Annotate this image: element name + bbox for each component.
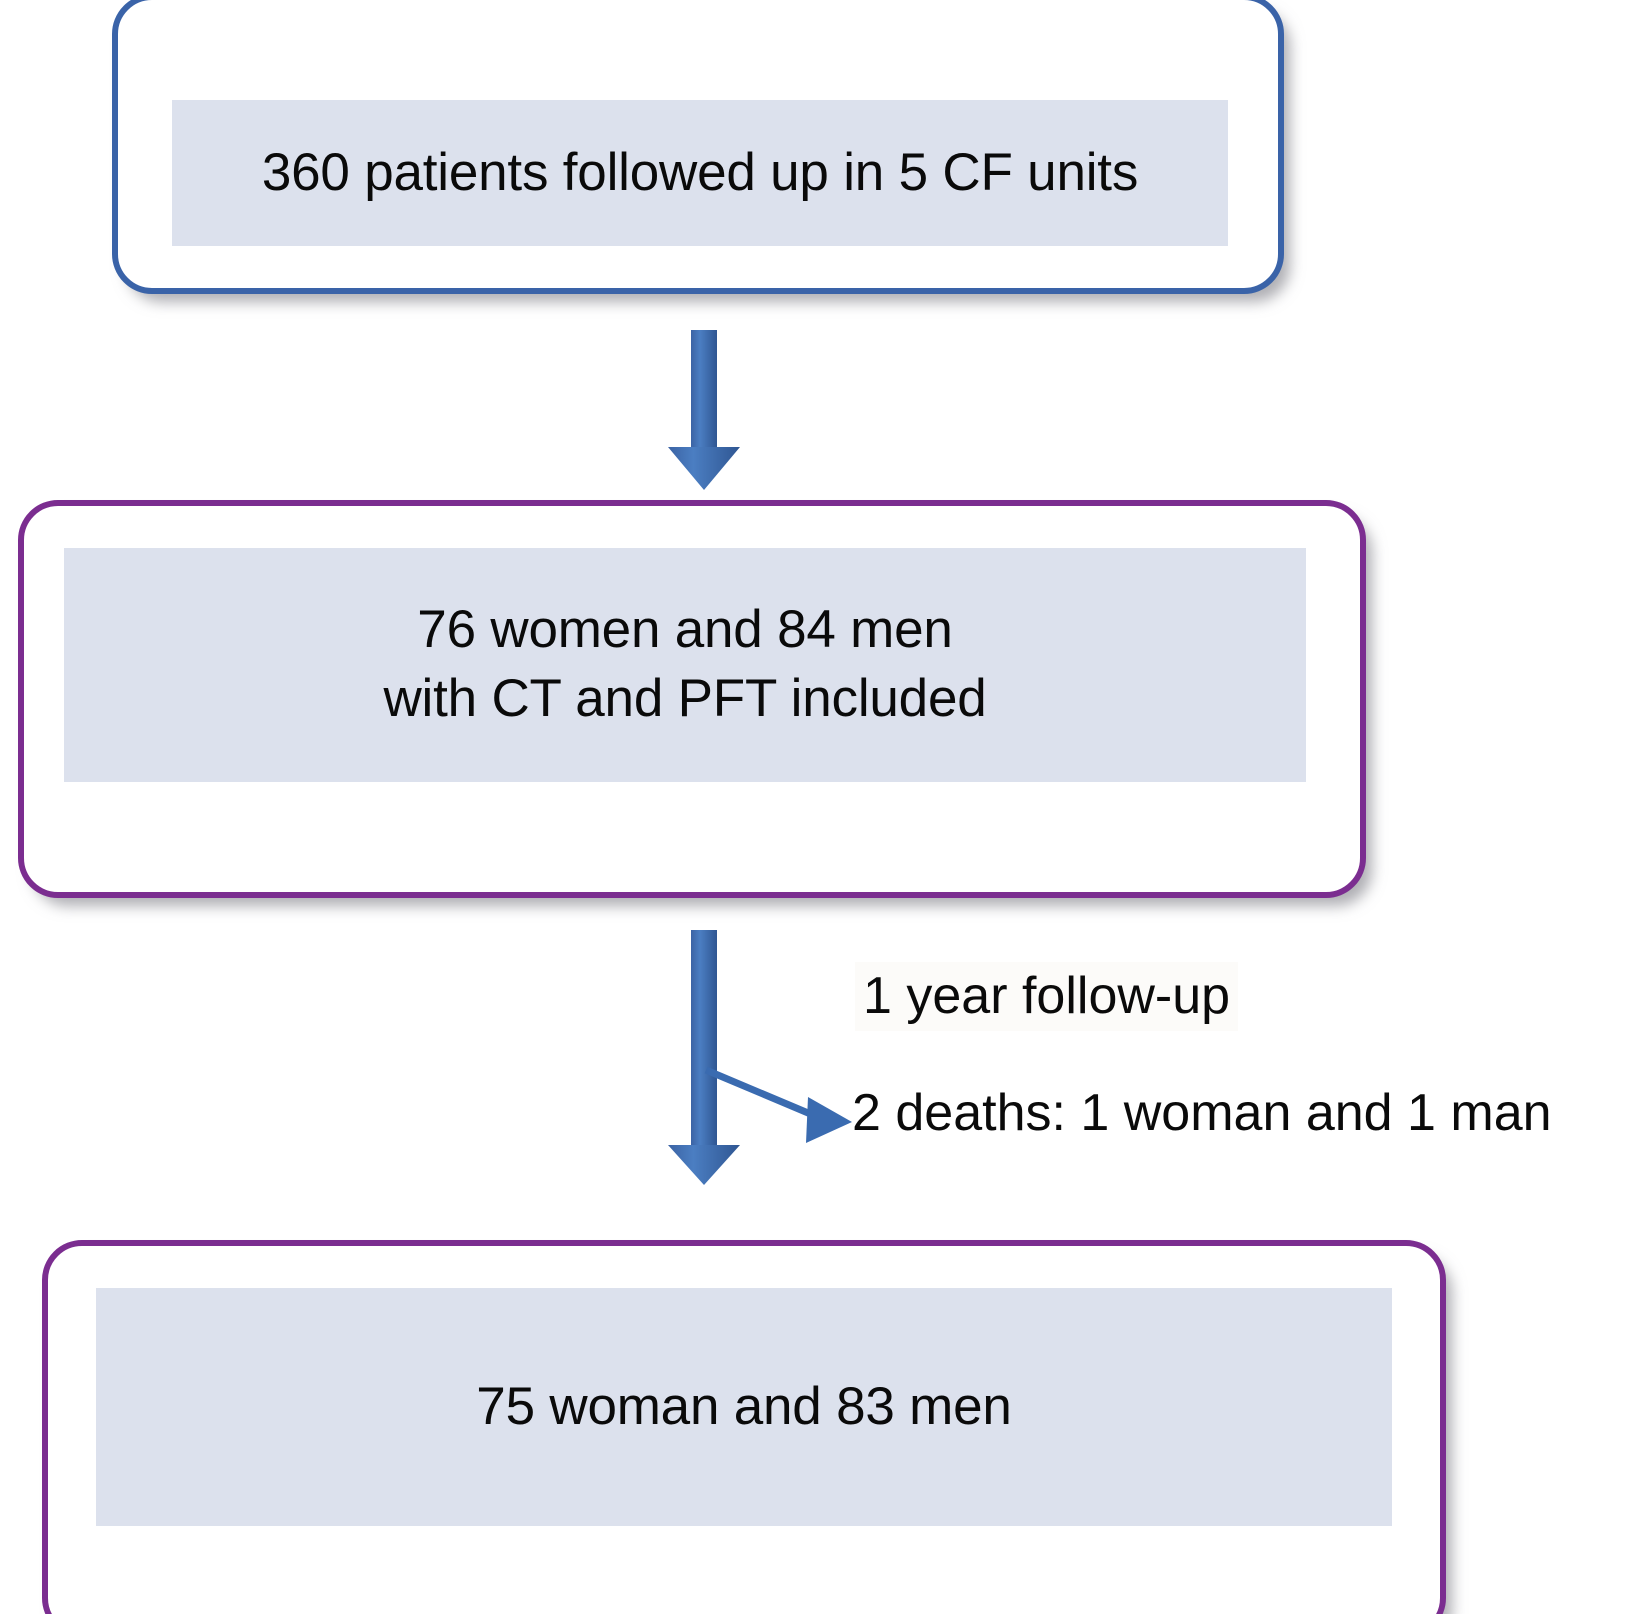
connector-arrow-deaths — [704, 1066, 852, 1143]
flow-node-1-label: 360 patients followed up in 5 CF units — [261, 142, 1139, 202]
flow-node-3-plate: 75 woman and 83 men — [96, 1288, 1392, 1526]
annotation-follow-up: 1 year follow-up — [855, 962, 1239, 1032]
connector-arrow-1 — [668, 330, 740, 490]
flow-node-2-label: 76 women and 84 men with CT and PFT incl… — [383, 600, 987, 728]
connector-arrow-2 — [668, 930, 740, 1185]
flow-node-1-plate: 360 patients followed up in 5 CF units — [172, 100, 1228, 246]
flow-node-2-plate: 76 women and 84 men with CT and PFT incl… — [64, 548, 1306, 782]
annotation-deaths: 2 deaths: 1 woman and 1 man — [852, 1084, 1552, 1142]
flow-node-3-label: 75 woman and 83 men — [476, 1376, 1012, 1436]
